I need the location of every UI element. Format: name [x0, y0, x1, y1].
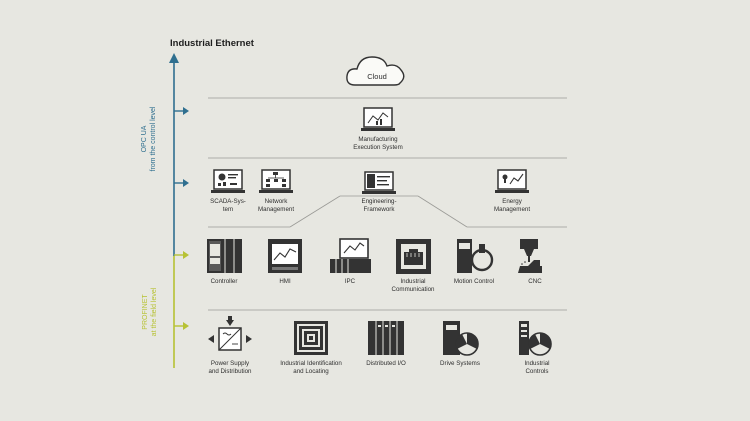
field-label-power-supply: Power Supply and Distribution	[208, 360, 252, 375]
control-label-industrial-communication: Industrial Communication	[391, 278, 435, 293]
field-label-industrial-controls: Industrial Controls	[524, 360, 550, 375]
mes-label: Manufacturing Execution System	[353, 136, 403, 151]
field-label-distributed-io: Distributed I/O	[366, 360, 406, 367]
field-label-identification: Industrial Identification and Locating	[280, 360, 342, 375]
control-label-controller: Controller	[210, 278, 238, 285]
energy-label: Energy Management	[493, 198, 531, 213]
engineering-label: Engineering- Framework	[361, 198, 397, 213]
scada-label: SCADA-Sys- tem	[210, 198, 246, 213]
field-label-drive-systems: Drive Systems	[440, 360, 480, 367]
diagram-title: Industrial Ethernet	[170, 38, 254, 49]
control-label-ipc: IPC	[344, 278, 356, 285]
network-label: Network Management	[257, 198, 295, 213]
cloud-label: Cloud	[367, 72, 387, 81]
control-label-hmi: HMI	[279, 278, 291, 285]
control-label-cnc: CNC	[528, 278, 542, 285]
control-label-motion-control: Motion Control	[453, 278, 495, 285]
